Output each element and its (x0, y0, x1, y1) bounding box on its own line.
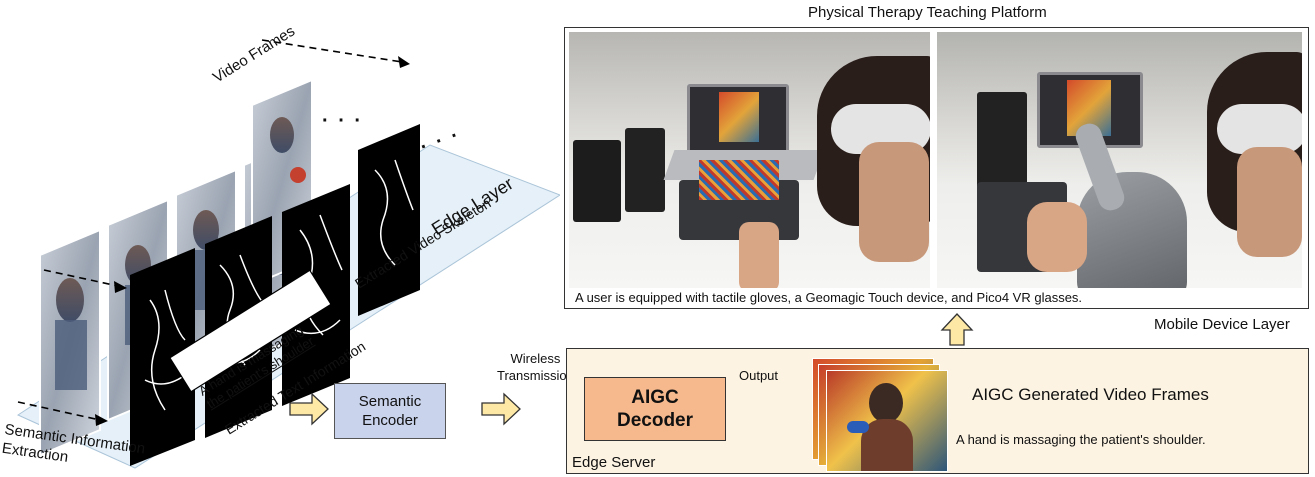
platform-panel: A user is equipped with tactile gloves, … (564, 27, 1309, 309)
generated-title: AIGC Generated Video Frames (972, 385, 1209, 404)
block-arrow (481, 392, 521, 426)
setup-photo-geomagic (937, 32, 1302, 288)
wireless-label-line-2: Transmission (497, 368, 574, 383)
block-arrow-up (940, 313, 974, 346)
setup-photo-gloves (569, 32, 930, 288)
dashed-arrows (17, 39, 403, 421)
decoder-label-line-1: AIGC (631, 387, 679, 408)
platform-caption: A user is equipped with tactile gloves, … (575, 290, 1083, 305)
mobile-layer-label: Mobile Device Layer (1154, 316, 1290, 333)
decoder-label-line-2: Decoder (616, 410, 694, 431)
wireless-label: Wireless Transmission (497, 350, 574, 384)
skeleton-frame (358, 124, 420, 316)
generated-frame (826, 370, 948, 472)
extraction-graphic (16, 39, 560, 469)
text-info-box (169, 269, 332, 393)
generated-caption: A hand is massaging the patient's should… (956, 432, 1206, 447)
encoder-label-line-2: Encoder (362, 412, 418, 429)
wireless-label-line-1: Wireless (510, 351, 561, 366)
edge-server-label: Edge Server (572, 454, 656, 471)
platform-title: Physical Therapy Teaching Platform (808, 4, 1047, 21)
ellipsis-top: · · · (322, 110, 364, 132)
block-arrow (289, 392, 329, 426)
aigc-decoder: AIGC Decoder (584, 377, 726, 441)
semantic-encoder: Semantic Encoder (334, 383, 446, 439)
output-label: Output (739, 368, 779, 383)
skeleton-frame (130, 248, 195, 466)
video-frame (39, 228, 101, 457)
encoder-label-line-1: Semantic (358, 393, 422, 410)
